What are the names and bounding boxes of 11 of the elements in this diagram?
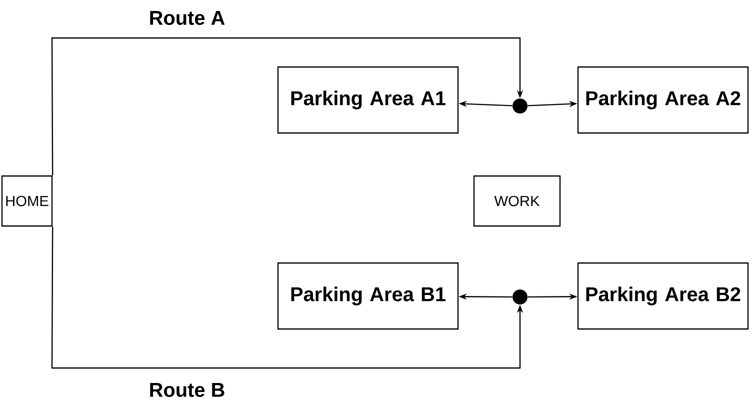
junction-dot xyxy=(512,290,528,304)
route-label: Route A xyxy=(148,10,226,26)
parking-box: Parking Area B1 xyxy=(277,262,459,330)
route-label: Route B xyxy=(148,382,226,398)
parking-box: Parking Area B2 xyxy=(577,262,749,330)
junction-dot xyxy=(512,98,528,114)
place-box: HOME xyxy=(1,175,53,227)
place-box: WORK xyxy=(473,175,561,227)
arrow xyxy=(51,37,524,176)
parking-box: Parking Area A1 xyxy=(277,66,459,134)
parking-box: Parking Area A2 xyxy=(577,66,749,134)
